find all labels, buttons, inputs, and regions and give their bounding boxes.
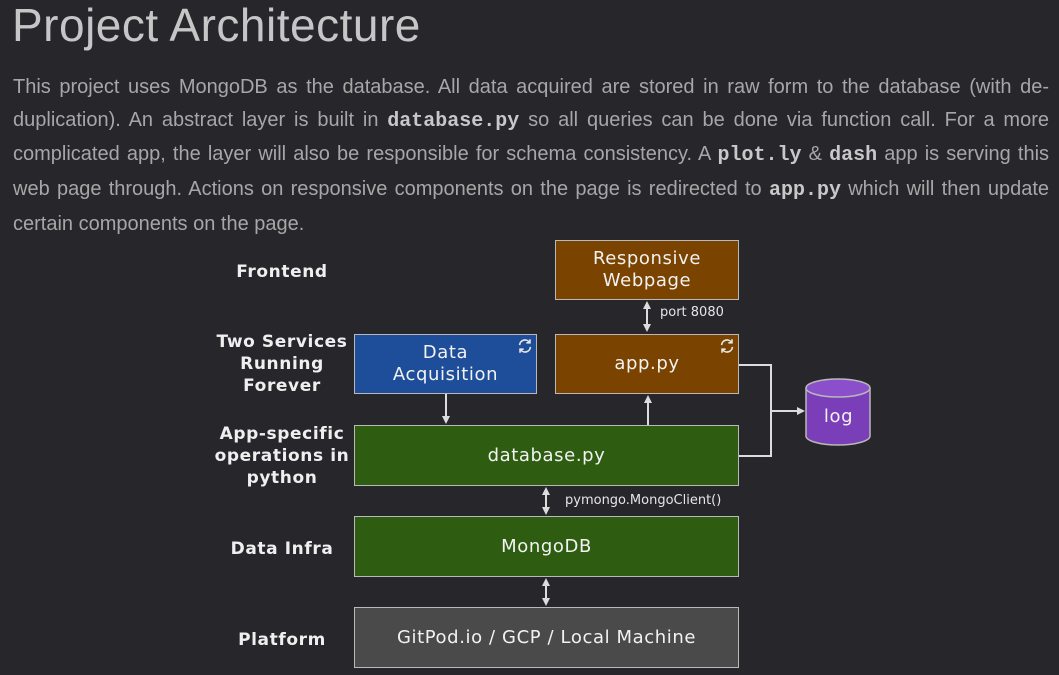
intro-paragraph: This project uses MongoDB as the databas… (13, 71, 1049, 241)
edge-label-mongo-client: pymongo.MongoClient() (565, 493, 722, 508)
node-database-label: database.py (487, 444, 606, 466)
sync-icon (518, 339, 532, 353)
intro-text-5: which will then update certain component… (13, 178, 1049, 235)
node-platform-label: GitPod.io / GCP / Local Machine (396, 626, 697, 648)
code-database-py: database.py (387, 109, 520, 133)
row-label-platform: Platform (238, 630, 326, 650)
node-responsive-webpage: Responsive Webpage (555, 240, 739, 300)
node-mongodb-label: MongoDB (501, 535, 592, 557)
node-platform: GitPod.io / GCP / Local Machine (354, 607, 739, 668)
intro-text-2: so all queries can be done via function … (13, 108, 1049, 166)
intro-text-3: & (801, 143, 830, 166)
edge-label-port: port 8080 (660, 305, 724, 320)
sync-icon (720, 339, 734, 353)
log-database-icon (805, 378, 871, 446)
node-data-acquisition: Data Acquisition (354, 334, 537, 394)
row-label-app-ops: App-specific operations in python (214, 424, 350, 488)
row-label-data-infra: Data Infra (230, 539, 334, 559)
row-label-services: Two Services Running Forever (216, 332, 348, 396)
node-webpage-label: Responsive Webpage (592, 248, 702, 291)
code-plotly: plot.ly (717, 144, 802, 168)
node-database-py: database.py (354, 425, 739, 486)
edge-app-log (739, 364, 772, 411)
edge-database-log (739, 411, 772, 457)
intro-text-4: app is serving this web page through. Ac… (13, 143, 1050, 201)
node-app-label: app.py (614, 353, 680, 374)
node-log-label: log (823, 406, 854, 427)
node-app-py: app.py (555, 334, 739, 394)
node-acquisition-label: Data Acquisition (392, 342, 499, 385)
page-title: Project Architecture (12, 0, 421, 51)
intro-text-1: This project uses MongoDB as the databas… (13, 76, 1049, 131)
code-app-py: app.py (768, 179, 841, 203)
code-dash: dash (829, 144, 878, 168)
row-label-frontend: Frontend (236, 262, 328, 282)
node-mongodb: MongoDB (354, 516, 739, 577)
